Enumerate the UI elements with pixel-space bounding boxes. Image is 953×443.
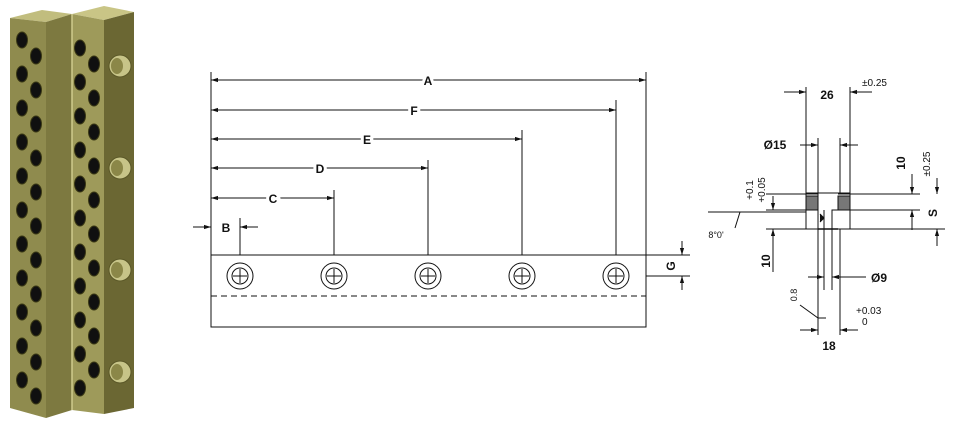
label-08: 0.8 xyxy=(789,289,799,302)
graphite-plug-hole xyxy=(74,73,86,91)
side-mounting-hole xyxy=(108,258,132,282)
label-angle: 8°0' xyxy=(708,230,724,240)
label-26: 26 xyxy=(820,88,834,102)
graphite-plug-hole xyxy=(16,31,28,49)
leader-08 xyxy=(799,304,826,319)
side-mounting-hole xyxy=(108,156,132,180)
mounting-hole-symbol xyxy=(602,262,630,290)
label-tol-003: +0.03 xyxy=(856,306,882,317)
label-a: A xyxy=(424,74,433,88)
graphite-plug-hole xyxy=(30,387,42,405)
graphite-plug-hole xyxy=(16,133,28,151)
graphite-plug-hole xyxy=(88,55,100,73)
front-view-drawing xyxy=(193,72,690,328)
graphite-plug-hole xyxy=(30,285,42,303)
side-mounting-hole xyxy=(108,54,132,78)
graphite-plug-hole xyxy=(30,353,42,371)
graphite-plug-hole xyxy=(16,65,28,83)
graphite-plug-hole xyxy=(88,293,100,311)
label-tol-10-right: ±0.25 xyxy=(922,151,933,176)
label-tol-005: +0.05 xyxy=(757,177,768,203)
label-b: B xyxy=(222,221,231,235)
graphite-plug-hole xyxy=(16,303,28,321)
bar-outline xyxy=(210,254,647,328)
label-10-right: 10 xyxy=(894,156,908,170)
label-10-left: 10 xyxy=(759,254,773,268)
front-view-labels: A F E D C B G xyxy=(222,71,678,271)
graphite-plug-hole xyxy=(74,175,86,193)
graphite-plug-hole xyxy=(30,115,42,133)
graphite-plug-hole xyxy=(16,371,28,389)
mounting-hole-symbol xyxy=(226,262,254,290)
graphite-plug-hole xyxy=(74,141,86,159)
guide-bar-3d-render xyxy=(10,6,134,418)
label-e: E xyxy=(363,133,371,147)
graphite-plug-hole xyxy=(16,269,28,287)
graphite-plug-hole xyxy=(74,345,86,363)
graphite-plug-hole xyxy=(30,47,42,65)
graphite-plug-hole xyxy=(88,327,100,345)
label-f: F xyxy=(410,104,417,118)
label-18: 18 xyxy=(822,339,836,353)
bushing-fill-left xyxy=(805,195,819,211)
graphite-plug-hole xyxy=(30,319,42,337)
graphite-plug-hole xyxy=(74,209,86,227)
bar-right-face xyxy=(104,12,134,414)
graphite-plug-hole xyxy=(16,167,28,185)
label-s: S xyxy=(926,209,940,217)
graphite-plug-hole xyxy=(74,107,86,125)
bushing-chamfer xyxy=(819,213,825,223)
graphite-plug-hole xyxy=(74,243,86,261)
label-tol-0: 0 xyxy=(862,317,868,328)
side-mounting-hole xyxy=(108,360,132,384)
angle-leader xyxy=(708,211,741,229)
label-tol-26: ±0.25 xyxy=(862,78,887,89)
graphite-plug-hole xyxy=(74,379,86,397)
graphite-plug-hole xyxy=(74,277,86,295)
label-dia-9: Ø9 xyxy=(871,271,887,285)
bar-inner-face xyxy=(46,14,72,418)
graphite-plug-hole xyxy=(30,183,42,201)
label-c: C xyxy=(269,192,278,206)
graphite-plug-hole xyxy=(88,157,100,175)
graphite-plug-hole xyxy=(74,311,86,329)
graphite-plug-hole xyxy=(30,251,42,269)
bar-top-face xyxy=(10,10,72,22)
graphite-plug-hole xyxy=(16,201,28,219)
graphite-plug-hole xyxy=(88,259,100,277)
section-detail-labels: 26 ±0.25 Ø15 10 ±0.25 S +0.1 +0.05 8°0' … xyxy=(708,78,940,353)
bushing-fill-right xyxy=(837,195,851,211)
label-g: G xyxy=(664,261,678,270)
graphite-plug-hole xyxy=(88,89,100,107)
mounting-hole-symbol xyxy=(508,262,536,290)
graphite-plug-hole xyxy=(88,225,100,243)
graphite-plug-hole xyxy=(30,149,42,167)
graphite-plug-hole xyxy=(30,81,42,99)
graphite-plug-hole xyxy=(74,39,86,57)
mounting-hole-symbol xyxy=(320,262,348,290)
mounting-hole-symbol xyxy=(414,262,442,290)
graphite-plug-hole xyxy=(88,191,100,209)
graphite-plug-hole xyxy=(16,235,28,253)
graphite-plug-hole xyxy=(88,361,100,379)
graphite-plug-hole xyxy=(88,123,100,141)
label-tol-01: +0.1 xyxy=(745,180,756,200)
bar-top-face-right xyxy=(72,6,134,20)
graphite-plug-hole xyxy=(16,337,28,355)
graphite-plug-hole xyxy=(30,217,42,235)
graphite-plug-hole xyxy=(16,99,28,117)
label-d: D xyxy=(316,162,325,176)
section-detail-drawing xyxy=(708,87,945,335)
label-dia-15: Ø15 xyxy=(764,138,787,152)
